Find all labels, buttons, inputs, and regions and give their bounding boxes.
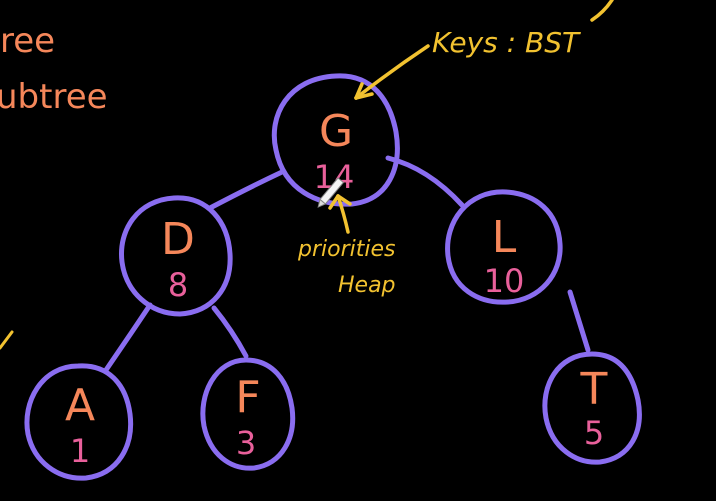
node-d-key: D: [161, 214, 195, 265]
node-f-outline: [200, 357, 296, 471]
node-f-priority: 3: [236, 424, 256, 462]
node-l-priority: 10: [484, 262, 525, 300]
priorities-arrow: [328, 194, 352, 234]
keys-arrow: [354, 44, 430, 100]
edge-g-d: [207, 169, 285, 211]
priorities-annotation: priorities: [297, 237, 395, 262]
pen-cursor-icon: [317, 177, 345, 208]
node-d-outline: [119, 195, 233, 317]
node-l-key: L: [492, 212, 517, 263]
edge-d-a: [103, 302, 153, 373]
node-t-priority: 5: [584, 414, 604, 452]
side-text-line2: ubtree: [0, 77, 108, 117]
node-a-priority: 1: [70, 432, 90, 470]
side-tick-mark: [0, 330, 14, 350]
top-right-stroke: [590, 0, 614, 22]
node-l-outline: [445, 189, 563, 305]
node-f: F 3: [235, 372, 260, 462]
node-l: L 10: [484, 212, 525, 300]
edge-g-l: [385, 155, 465, 208]
side-text-line1: ree: [0, 21, 55, 61]
node-t: T 5: [580, 364, 608, 452]
node-g: G 14: [314, 106, 355, 196]
node-a: A 1: [65, 380, 95, 470]
edge-l-t: [567, 289, 591, 353]
node-t-outline: [542, 351, 642, 465]
node-f-key: F: [235, 372, 260, 423]
heap-annotation: Heap: [338, 273, 396, 298]
node-g-key: G: [319, 106, 353, 157]
node-outlines: [24, 73, 642, 481]
node-d: D 8: [161, 214, 195, 304]
node-t-key: T: [580, 364, 608, 415]
edge-d-f: [211, 305, 249, 359]
node-a-key: A: [65, 380, 95, 431]
node-d-priority: 8: [168, 266, 188, 304]
node-g-outline: [271, 73, 400, 207]
node-a-outline: [24, 363, 134, 481]
keys-annotation: Keys : BST: [432, 26, 581, 59]
